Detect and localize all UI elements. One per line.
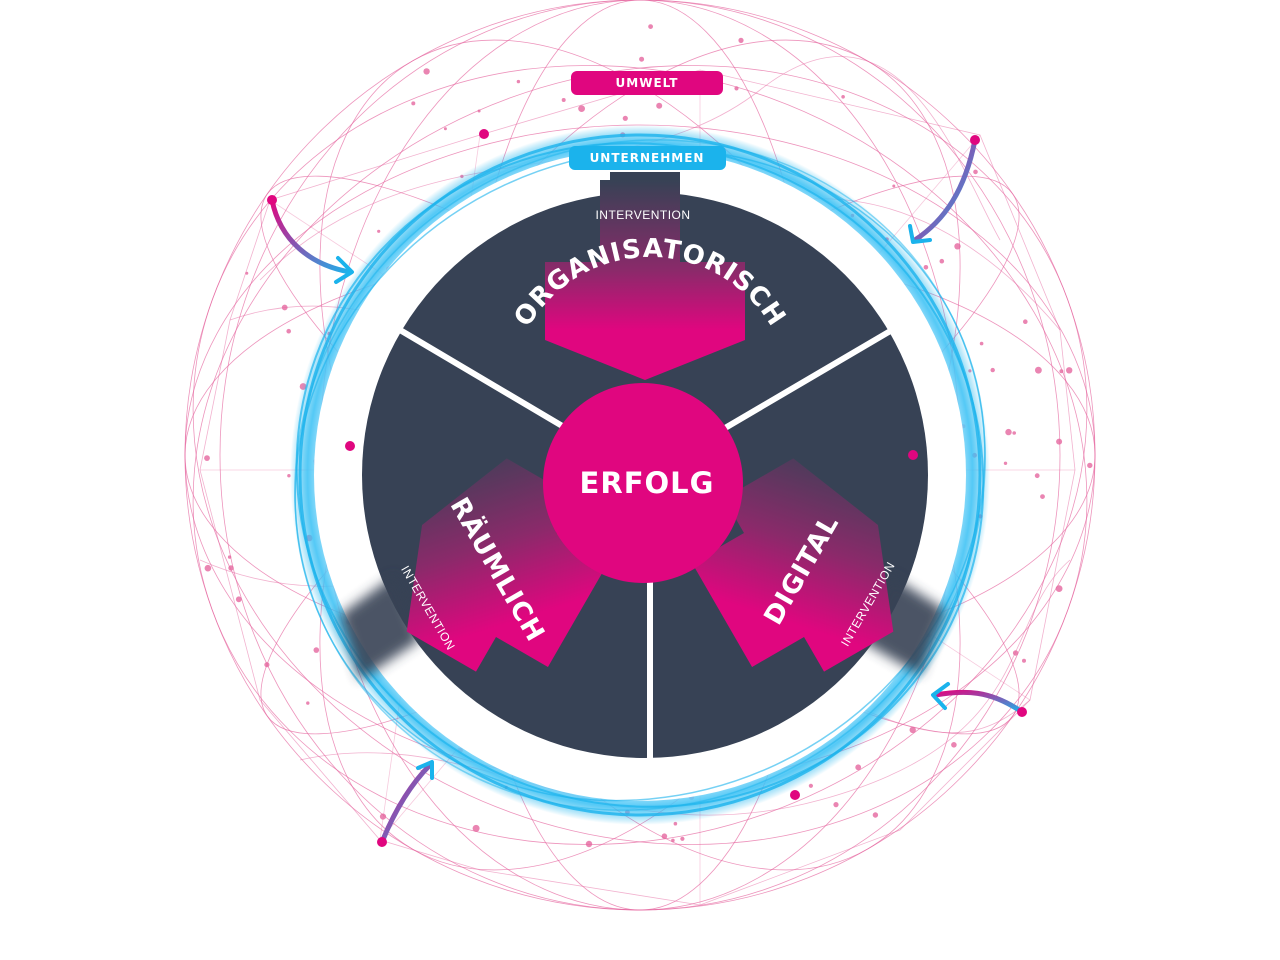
network-node [313,647,320,653]
network-node [951,742,957,748]
intervention-label-top: INTERVENTION [595,208,690,222]
network-node [1035,366,1042,374]
network-node [1005,428,1012,436]
unternehmen-label: UNTERNEHMEN [590,151,705,165]
network-node [411,101,416,106]
network-node [923,265,929,270]
incoming-arrow-top-left [269,197,353,275]
network-node [661,833,668,839]
center-label: ERFOLG [580,466,715,500]
network-node [306,701,310,705]
network-node [973,169,978,175]
incoming-arrow-bottom-left [379,762,433,845]
network-node [227,555,232,559]
network-node [561,98,566,102]
organisatorisch-arrow [545,180,745,380]
network-node [734,86,739,91]
network-node [578,105,585,112]
network-node [1087,462,1093,469]
network-node [516,79,521,84]
network-node [1034,473,1040,479]
network-node [939,258,945,264]
network-node [808,783,814,788]
network-node [287,474,291,478]
network-node [1003,461,1008,465]
network-node [738,37,744,44]
network-node [872,812,879,818]
network-node [671,838,675,843]
network-node [472,824,480,832]
network-node [1022,658,1026,663]
network-node [954,243,961,250]
network-node [286,328,292,334]
network-node [1012,431,1016,435]
incoming-arrow-top-right [912,137,978,243]
network-node [235,596,242,603]
network-node [228,565,234,571]
glow-nodes [267,129,1027,847]
network-node [1056,438,1063,445]
umwelt-label: UMWELT [616,76,679,90]
network-node [639,56,645,62]
network-node [855,764,862,771]
center-success-circle: ERFOLG [543,383,743,583]
network-node [281,304,288,311]
digital-arrow [692,458,894,672]
network-node [841,95,845,99]
network-node [245,271,249,275]
network-node [1012,650,1019,656]
network-node [423,68,430,75]
network-node [680,836,685,841]
network-node [264,662,270,668]
network-node [833,802,839,808]
network-node [377,229,381,233]
unternehmen-badge: UNTERNEHMEN [569,146,726,170]
incoming-arrowheads [334,224,950,780]
network-node [1040,494,1045,499]
incoming-arrow-bottom-right [932,689,1025,715]
umwelt-badge: UMWELT [571,71,723,95]
network-node [204,455,210,461]
network-node [1055,585,1063,592]
network-node [1023,319,1028,325]
network-node [204,564,212,572]
network-node [909,726,916,734]
network-node [979,341,984,346]
network-node [990,367,995,373]
network-node [585,840,593,848]
network-node [648,24,653,29]
network-node [622,115,628,121]
network-node [1066,367,1073,374]
incoming-arrows [269,137,1025,845]
network-node [443,127,447,131]
network-node [477,109,481,113]
network-node [656,102,663,109]
network-node [1059,369,1064,374]
network-node [892,184,896,188]
network-node [379,813,387,820]
